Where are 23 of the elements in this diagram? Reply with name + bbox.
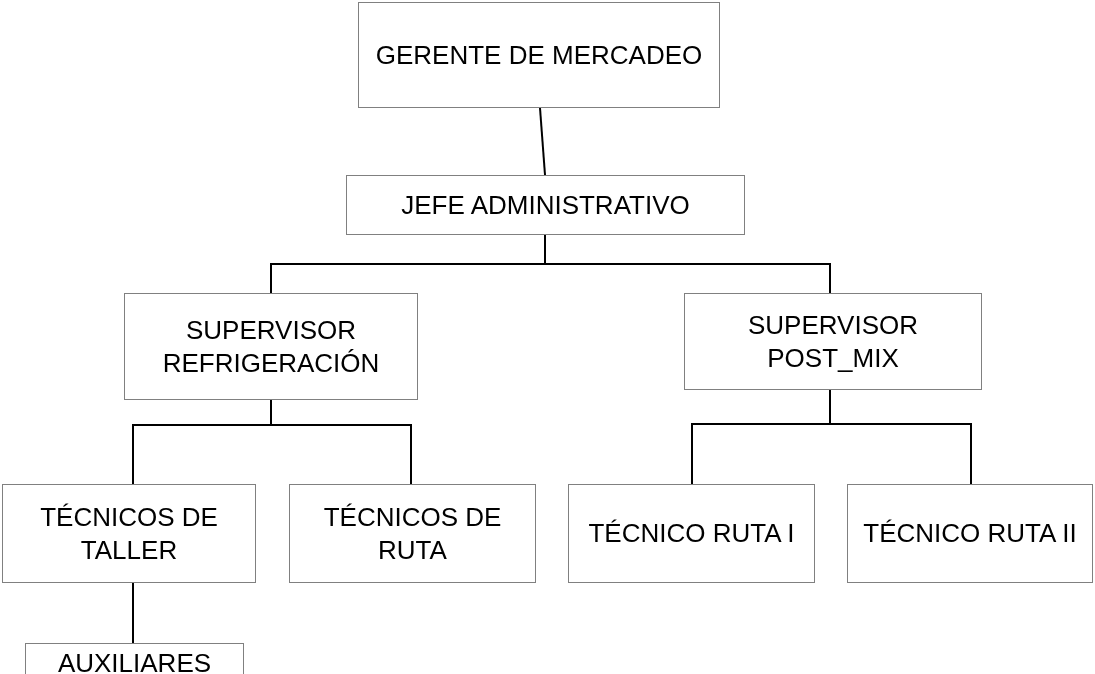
org-box bbox=[358, 2, 720, 108]
connector-line bbox=[829, 389, 972, 485]
org-box bbox=[2, 484, 256, 583]
org-box bbox=[684, 293, 982, 390]
org-box bbox=[847, 484, 1093, 583]
connector-line bbox=[132, 582, 134, 644]
role-title: GERENTE DE MERCADEO bbox=[375, 38, 703, 72]
org-box bbox=[124, 293, 418, 400]
role-title: JEFE ADMINISTRATIVO bbox=[401, 188, 690, 222]
connector-line bbox=[270, 399, 412, 485]
org-box bbox=[289, 484, 536, 583]
connector-line bbox=[539, 107, 546, 176]
connector-line bbox=[544, 234, 831, 294]
org-box bbox=[568, 484, 815, 583]
role-title: SUPERVISOR POST_MIX bbox=[747, 308, 919, 375]
role-title: TÉCNICOS DE RUTA bbox=[322, 500, 503, 567]
role-title: TÉCNICOS DE TALLER bbox=[39, 500, 219, 567]
role-title: AUXILIARES bbox=[57, 646, 212, 674]
role-title: TÉCNICO RUTA II bbox=[863, 517, 1077, 550]
org-box bbox=[25, 643, 244, 674]
role-title: TÉCNICO RUTA I bbox=[588, 517, 795, 550]
org-box bbox=[346, 175, 745, 235]
role-title: SUPERVISOR REFRIGERACIÓN bbox=[161, 313, 381, 380]
